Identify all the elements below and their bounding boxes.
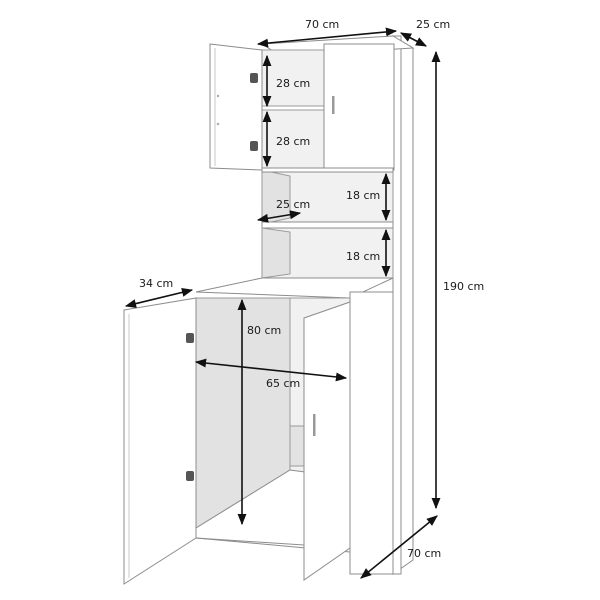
base-right-door (303, 301, 351, 581)
hinge-icon (186, 333, 194, 481)
label-base-inner-height: 80 cm (247, 324, 281, 337)
handle-icon (332, 96, 335, 114)
label-open-shelf-depth: 25 cm (276, 198, 310, 211)
hinge-icon (250, 73, 258, 151)
label-base-width: 70 cm (407, 547, 441, 560)
double-arrow-icon (124, 27, 441, 579)
label-open-shelf-2: 18 cm (346, 250, 380, 263)
base-left-door (123, 297, 197, 585)
label-upper-shelf-2: 28 cm (276, 135, 310, 148)
label-base-depth: 34 cm (139, 277, 173, 290)
upper-left-door (209, 43, 263, 171)
label-total-height: 190 cm (443, 280, 484, 293)
base-right-side (349, 291, 394, 575)
handle-icon (313, 414, 316, 436)
label-base-inner-width: 65 cm (266, 377, 300, 390)
back-bracket (289, 425, 305, 467)
base-top (195, 277, 394, 299)
upper-right-door (323, 43, 395, 171)
label-open-shelf-1: 18 cm (346, 189, 380, 202)
label-upper-shelf-1: 28 cm (276, 77, 310, 90)
label-top-depth: 25 cm (416, 18, 450, 31)
middle-shelf (261, 221, 394, 229)
label-top-width: 70 cm (305, 18, 339, 31)
